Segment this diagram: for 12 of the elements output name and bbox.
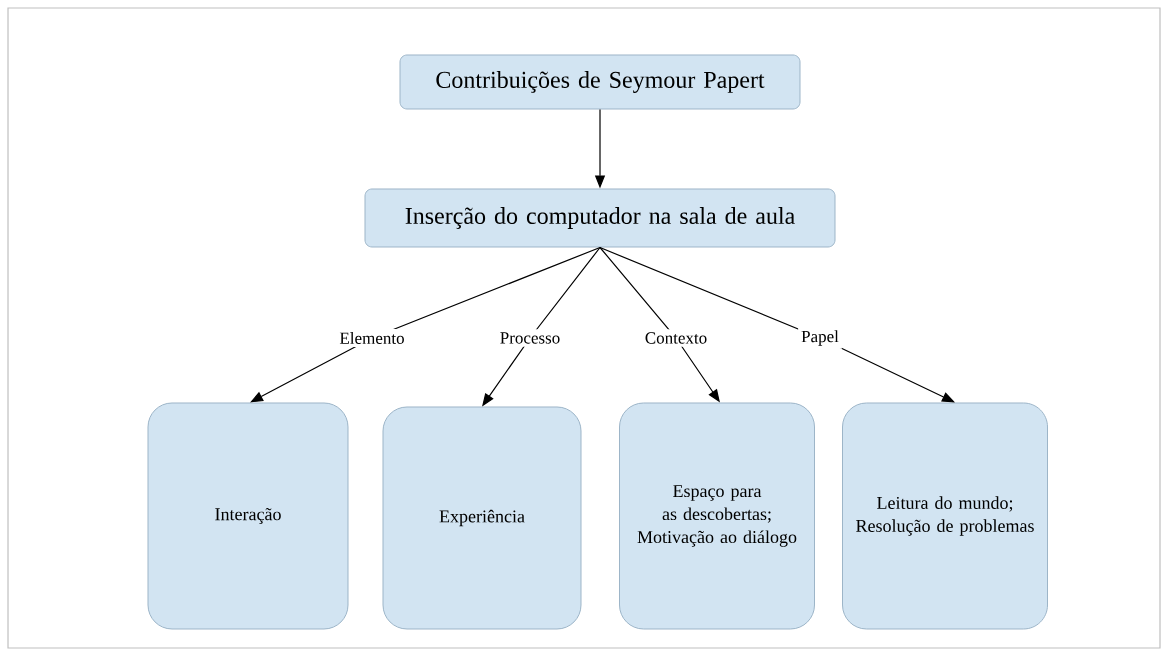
process-box: Inserção do computador na sala de aula — [364, 188, 836, 248]
concept-box: Interação — [147, 402, 349, 630]
edge-label: Processo — [496, 329, 564, 347]
concept-box: Espaço para as descobertas; Motivação ao diálogo — [619, 402, 815, 630]
concept-box: Experiência — [382, 406, 582, 630]
edge-label: Contexto — [641, 329, 711, 347]
edge-label: Elemento — [336, 329, 408, 347]
edge-label: Papel — [798, 327, 842, 349]
process-box: Contribuições de Seymour Papert — [399, 54, 801, 110]
concept-box: Leitura do mundo; Resolução de problemas — [842, 402, 1048, 630]
arrow — [599, 246, 955, 403]
arrow — [250, 246, 601, 403]
